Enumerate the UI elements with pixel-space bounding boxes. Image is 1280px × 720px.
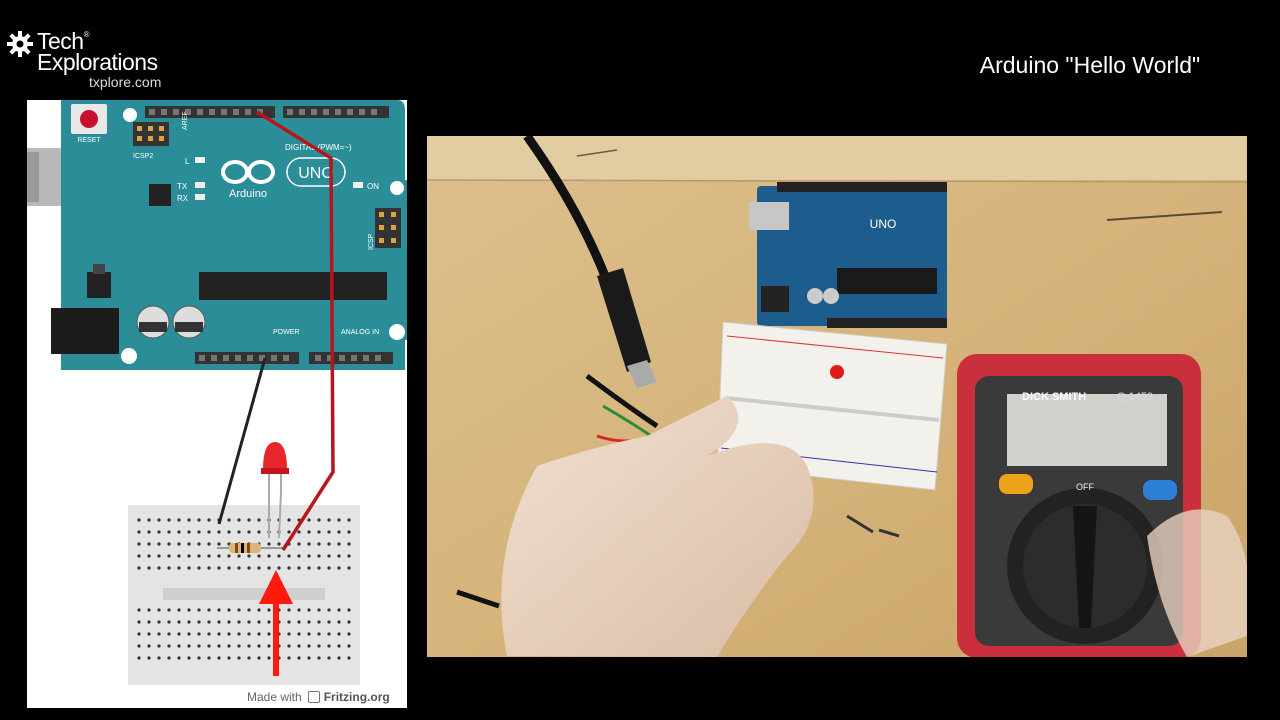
gear-icon [7, 31, 33, 57]
usb-cable [523, 136, 610, 278]
board-model: UNO [298, 165, 334, 182]
breadboard-holes [137, 518, 351, 660]
brand-name-line1: Tech® [37, 28, 90, 54]
multimeter-brand: DICK SMITH [1022, 391, 1086, 403]
icsp2-header [133, 122, 169, 146]
fritzing-schematic: RESET ICSP2 AREF DIGITAL (PWM=~) L TX RX [27, 100, 407, 685]
tx-label: TX [177, 182, 188, 191]
arduino-board [61, 100, 405, 370]
icsp-label: ICSP [368, 233, 375, 250]
rx-label: RX [177, 194, 189, 203]
board-label: Arduino [229, 188, 267, 200]
arrow-head [259, 570, 293, 604]
multimeter-yellow-button [999, 474, 1033, 494]
brand-name-line2: Explorations [37, 49, 158, 75]
aref-label: AREF [182, 111, 189, 130]
hand-left [501, 396, 814, 657]
arrow-shaft [273, 600, 279, 676]
power-jack [51, 308, 119, 354]
digital-label: DIGITAL (PWM=~) [285, 143, 352, 152]
wiring-diagram: RESET ICSP2 AREF DIGITAL (PWM=~) L TX RX [27, 100, 407, 708]
video-frame[interactable]: UNO DICK SMITH Q 1459 OFF [427, 136, 1247, 657]
on-label: ON [367, 182, 379, 191]
atmega-chip [199, 272, 387, 300]
fritzing-icon [307, 691, 320, 703]
off-label: OFF [1076, 482, 1094, 492]
arduino-logo [221, 160, 275, 184]
red-led [263, 442, 287, 470]
tech-explorations-logo: Tech® Explorations txplore.com [4, 28, 184, 92]
hand-right [1147, 509, 1247, 657]
multimeter-blue-button [1143, 480, 1177, 500]
icsp-header [375, 208, 401, 248]
led-photo [830, 365, 844, 379]
multimeter-display [1007, 394, 1167, 466]
video-title: Arduino "Hello World" [979, 52, 1201, 78]
resistor [229, 543, 261, 553]
red-wire [256, 110, 335, 551]
icsp2-label: ICSP2 [133, 153, 153, 160]
brand-website: txplore.com [89, 74, 162, 90]
reset-label: RESET [77, 137, 101, 144]
usb-plug [597, 268, 651, 372]
desk-photo: UNO DICK SMITH Q 1459 OFF [427, 136, 1247, 657]
multimeter-model: Q 1459 [1117, 391, 1153, 403]
board-text-photo: UNO [870, 217, 897, 231]
analog-label: ANALOG IN [341, 329, 379, 336]
black-wire [217, 357, 267, 525]
power-label: POWER [273, 329, 299, 336]
led-l-label: L [185, 157, 190, 166]
